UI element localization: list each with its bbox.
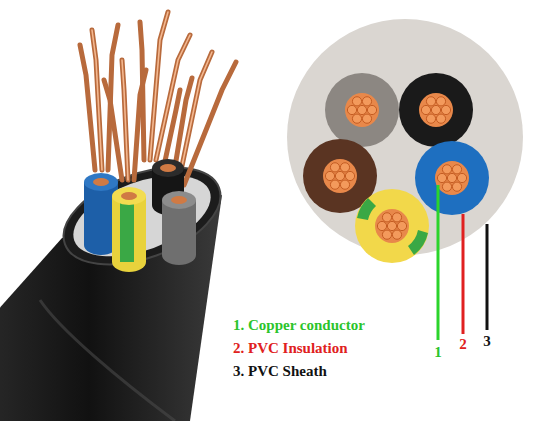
- cable-cores: [84, 159, 196, 272]
- copper-strand: [442, 182, 451, 191]
- copper-strand: [377, 221, 386, 230]
- copper-strand: [340, 180, 349, 189]
- copper-strand: [330, 163, 339, 172]
- copper-strand: [340, 163, 349, 172]
- copper-strand: [392, 230, 401, 239]
- copper-strand: [426, 114, 435, 123]
- copper-conductor: [419, 93, 453, 127]
- copper-strand: [457, 173, 466, 182]
- copper-strand: [431, 105, 440, 114]
- copper-strand: [437, 173, 446, 182]
- copper-conductor: [375, 209, 409, 243]
- copper-strand: [392, 213, 401, 222]
- copper-strand: [335, 171, 344, 180]
- copper-strand: [362, 114, 371, 123]
- copper-strand: [330, 180, 339, 189]
- copper-strand: [352, 114, 361, 123]
- copper-conductor: [323, 159, 357, 193]
- copper-conductor: [345, 93, 379, 127]
- cable-body: [0, 148, 233, 421]
- copper-strand: [325, 171, 334, 180]
- leader-lines: [438, 185, 487, 340]
- copper-strands: [80, 12, 236, 185]
- copper-strand: [397, 221, 406, 230]
- copper-strand: [426, 97, 435, 106]
- copper-strand: [387, 221, 396, 230]
- copper-strand: [345, 171, 354, 180]
- copper-strand: [352, 97, 361, 106]
- copper-strand: [367, 105, 376, 114]
- copper-strand: [382, 213, 391, 222]
- copper-conductor: [435, 161, 469, 195]
- copper-strand: [347, 105, 356, 114]
- copper-strand: [452, 165, 461, 174]
- copper-strand: [436, 114, 445, 123]
- copper-strand: [447, 173, 456, 182]
- callout-number: 3: [483, 334, 491, 349]
- legend-text: 2. PVC Insulation: [233, 341, 348, 356]
- copper-strand: [357, 105, 366, 114]
- copper-strand: [436, 97, 445, 106]
- copper-strand: [441, 105, 450, 114]
- copper-strand: [362, 97, 371, 106]
- callout-number: 2: [459, 337, 467, 352]
- copper-strand: [382, 230, 391, 239]
- copper-strand: [421, 105, 430, 114]
- copper-strand: [442, 165, 451, 174]
- copper-strand: [452, 182, 461, 191]
- legend-text: 3. PVC Sheath: [233, 364, 327, 379]
- legend-text: 1. Copper conductor: [233, 318, 365, 333]
- callout-number: 1: [434, 345, 442, 360]
